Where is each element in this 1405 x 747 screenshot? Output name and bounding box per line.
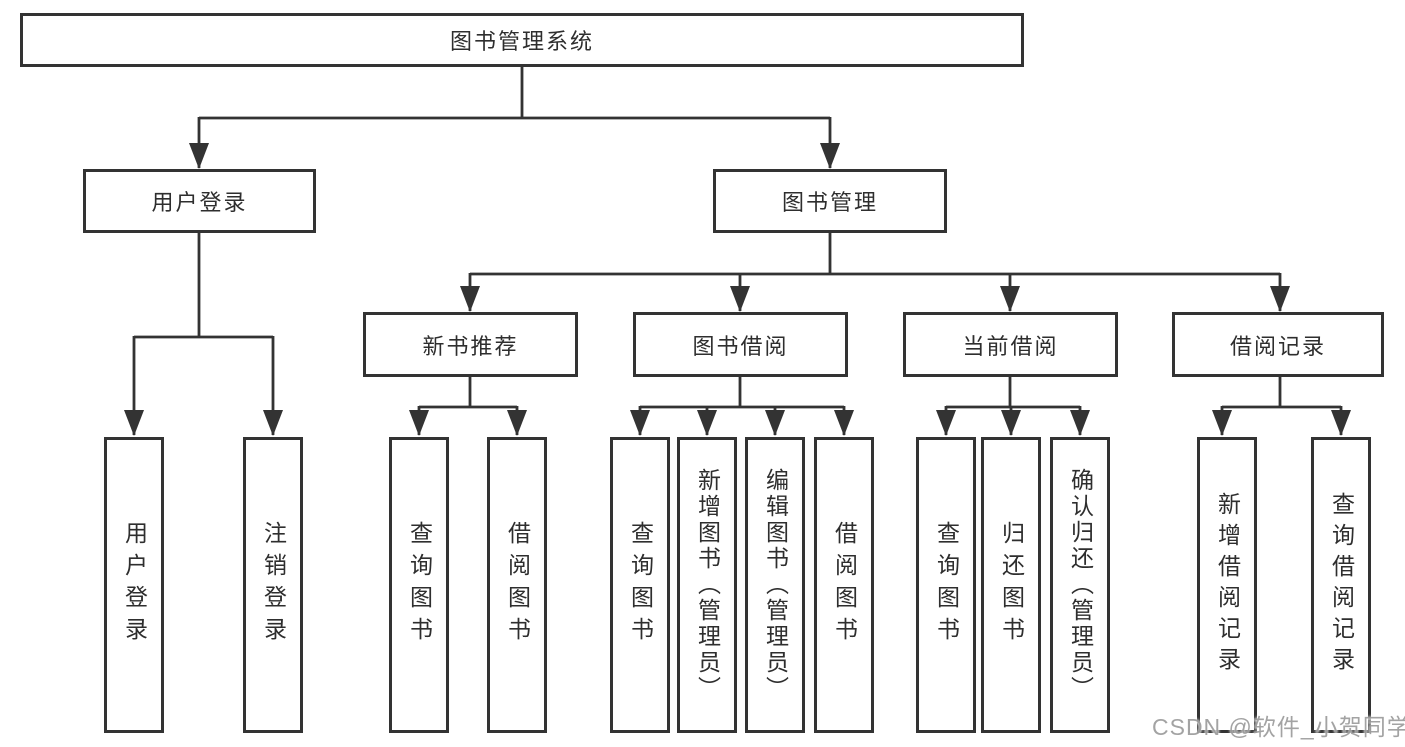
node-book-borrowing: 图书借阅 bbox=[633, 312, 848, 377]
leaf-query-books-borrowing-label: 查询图书 bbox=[627, 521, 654, 649]
leaf-add-borrow-record: 新增借阅记录 bbox=[1197, 437, 1257, 733]
leaf-query-books-current: 查询图书 bbox=[916, 437, 976, 733]
connector-new-book-recommend-to-leaves bbox=[409, 376, 527, 436]
leaf-borrow-books-borrowing-label: 借阅图书 bbox=[831, 521, 858, 649]
leaf-borrow-books-recommend-label: 借阅图书 bbox=[504, 521, 531, 649]
connector-borrow-records-to-leaves bbox=[1212, 376, 1351, 436]
leaf-logout-label: 注销登录 bbox=[260, 521, 287, 649]
leaf-logout: 注销登录 bbox=[243, 437, 303, 733]
node-current-borrowing: 当前借阅 bbox=[903, 312, 1118, 377]
connector-user-login-to-leaves bbox=[124, 232, 283, 436]
leaf-confirm-return-admin: 确认归还（管理员） bbox=[1050, 437, 1110, 733]
leaf-query-books-recommend-label: 查询图书 bbox=[406, 521, 433, 649]
node-book-management-label: 图书管理 bbox=[781, 190, 878, 215]
node-new-book-recommend-label: 新书推荐 bbox=[422, 333, 519, 359]
leaf-add-borrow-record-label: 新增借阅记录 bbox=[1214, 492, 1241, 678]
leaf-edit-book-admin: 编辑图书（管理员） bbox=[745, 437, 805, 733]
watermark-text: CSDN @软件_小贺同学 bbox=[1152, 714, 1405, 740]
leaf-query-books-borrowing: 查询图书 bbox=[610, 437, 670, 733]
leaf-borrow-books-borrowing: 借阅图书 bbox=[814, 437, 874, 733]
node-user-login: 用户登录 bbox=[83, 169, 316, 233]
node-library-system-label: 图书管理系统 bbox=[449, 29, 594, 54]
node-borrow-records: 借阅记录 bbox=[1172, 312, 1384, 377]
leaf-return-books: 归还图书 bbox=[981, 437, 1041, 733]
leaf-query-books-recommend: 查询图书 bbox=[389, 437, 449, 733]
leaf-query-borrow-record-label: 查询借阅记录 bbox=[1328, 492, 1355, 678]
connector-current-borrowing-to-leaves bbox=[936, 376, 1090, 436]
leaf-query-borrow-record: 查询借阅记录 bbox=[1311, 437, 1371, 733]
leaf-borrow-books-recommend: 借阅图书 bbox=[487, 437, 547, 733]
node-library-system: 图书管理系统 bbox=[20, 13, 1024, 67]
leaf-user-login-label: 用户登录 bbox=[121, 521, 148, 649]
node-new-book-recommend: 新书推荐 bbox=[363, 312, 578, 377]
node-current-borrowing-label: 当前借阅 bbox=[962, 333, 1059, 359]
leaf-confirm-return-admin-label: 确认归还（管理员） bbox=[1067, 468, 1094, 702]
leaf-add-book-admin-label: 新增图书（管理员） bbox=[694, 468, 721, 702]
node-book-borrowing-label: 图书借阅 bbox=[692, 333, 789, 359]
connector-book-borrowing-to-leaves bbox=[630, 376, 854, 436]
node-user-login-label: 用户登录 bbox=[151, 190, 248, 215]
connector-book-management-to-level3 bbox=[460, 232, 1290, 312]
node-book-management: 图书管理 bbox=[713, 169, 947, 233]
leaf-query-books-current-label: 查询图书 bbox=[933, 521, 960, 649]
leaf-edit-book-admin-label: 编辑图书（管理员） bbox=[762, 468, 789, 702]
node-borrow-records-label: 借阅记录 bbox=[1229, 333, 1326, 359]
leaf-user-login: 用户登录 bbox=[104, 437, 164, 733]
leaf-return-books-label: 归还图书 bbox=[998, 521, 1025, 649]
leaf-add-book-admin: 新增图书（管理员） bbox=[677, 437, 737, 733]
connector-root-to-level2 bbox=[189, 66, 840, 169]
